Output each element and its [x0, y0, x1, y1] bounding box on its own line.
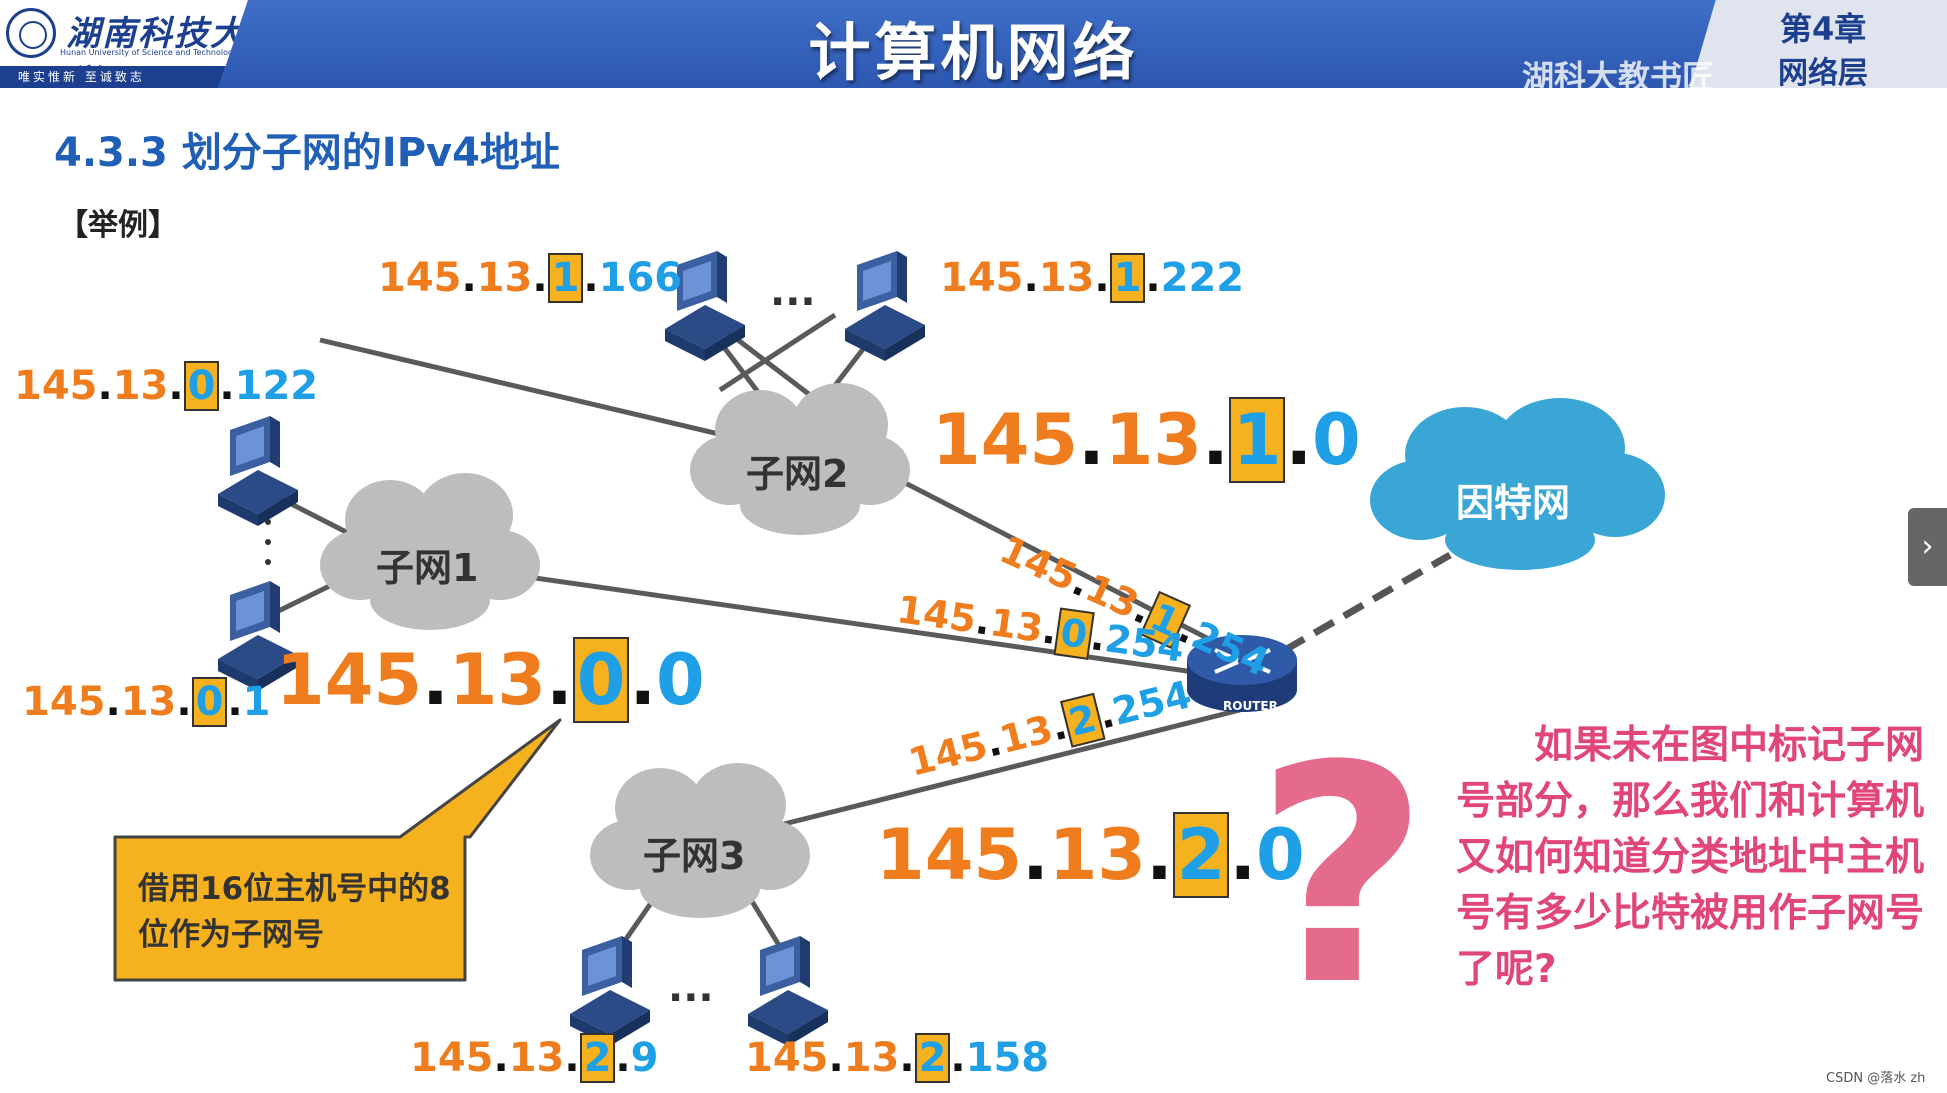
host-address-subnet1-top: 145.13.0.122 [14, 361, 319, 411]
university-seal-icon [6, 8, 56, 58]
link-router-internet [1283, 551, 1452, 654]
question-note: 如果未在图中标记子网号部分，那么我们和计算机又如何知道分类地址中主机号有多少比特… [1456, 723, 1925, 992]
chapter-number: 第4章 [1780, 10, 1867, 48]
computer-icon [845, 251, 925, 361]
course-title: 计算机网络 [808, 16, 1139, 89]
network-address-subnet2: 145.13.1.0 [932, 397, 1361, 483]
subnet2-cloud [690, 383, 910, 535]
university-logo: 湖南科技大学 Hunan University of Science and T… [0, 0, 248, 88]
router-icon [1187, 635, 1297, 712]
motto-band [0, 66, 230, 88]
link-subnet1-router [499, 570, 1216, 678]
router-label: ROUTER [1223, 699, 1278, 713]
ellipsis: ··· [770, 279, 816, 325]
host-address-subnet2-left: 145.13.1.166 [378, 253, 683, 303]
computer-icon [570, 936, 650, 1046]
internet-cloud [1370, 398, 1665, 570]
computer-icon [218, 416, 298, 526]
subnet1-cloud [320, 473, 540, 630]
internet-label: 因特网 [1456, 481, 1571, 525]
subnet3-cloud [590, 763, 810, 918]
subnet1-label: 子网1 [376, 546, 479, 590]
chapter-tab [1690, 0, 1947, 88]
host-address-subnet3-right: 145.13.2.158 [745, 1033, 1050, 1083]
subnet3-label: 子网3 [643, 834, 746, 878]
question-mark: ? [1255, 702, 1429, 1051]
host-address-subnet1-bottom: 145.13.0.1 [22, 677, 271, 727]
host-address-subnet2-right: 145.13.1.222 [940, 253, 1245, 303]
video-watermark: 湖科大教书匠 [1522, 58, 1715, 96]
side-panel-toggle[interactable]: › [1908, 508, 1947, 586]
header-bar [0, 0, 1947, 88]
link-s2-left [723, 328, 812, 397]
section-title: 4.3.3 划分子网的IPv4地址 [54, 130, 560, 176]
computer-icon [748, 936, 828, 1046]
university-english-name: Hunan University of Science and Technolo… [60, 48, 238, 57]
network-address-subnet3: 145.13.2.0 [876, 812, 1305, 898]
vertical-ellipsis [265, 519, 271, 565]
network-address-subnet1: 145.13.0.0 [276, 637, 705, 723]
subnet2-label: 子网2 [746, 452, 849, 496]
chevron-right-icon: › [1921, 529, 1934, 564]
callout-text: 借用16位主机号中的8位作为子网号 [138, 871, 451, 953]
link-subnet3-router [779, 707, 1241, 828]
ellipsis: ··· [668, 975, 714, 1021]
university-motto: 唯实惟新 至诚致志 [18, 70, 145, 84]
callout-bubble [113, 718, 562, 982]
link-s2-right [718, 312, 837, 393]
chapter-name: 网络层 [1778, 56, 1868, 91]
csdn-watermark: CSDN @落水 zh [1826, 1071, 1926, 1086]
host-address-subnet3-left: 145.13.2.9 [410, 1033, 659, 1083]
example-tag: 【举例】 [58, 208, 178, 243]
